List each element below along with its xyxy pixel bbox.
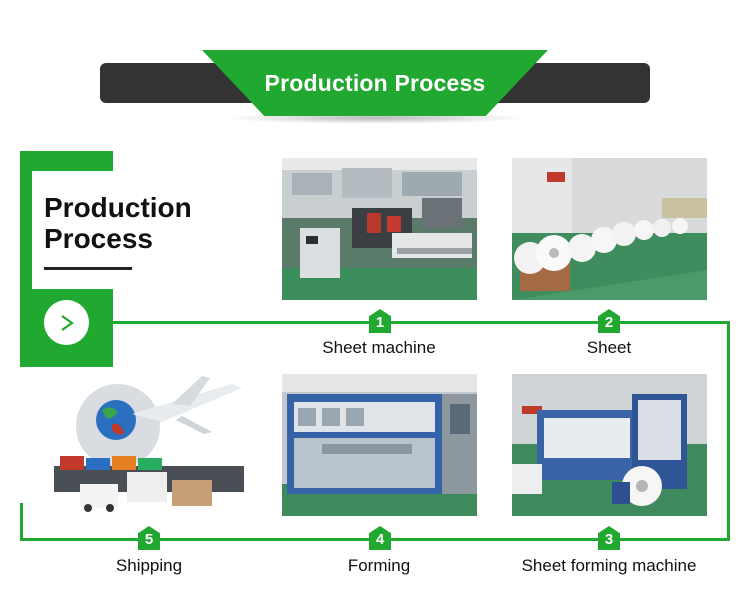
step-label-2: Sheet [586, 338, 632, 357]
intro-underline [44, 267, 132, 270]
flow-line-left [20, 503, 23, 541]
photo-forming [282, 374, 477, 516]
header-banner: Production Process [202, 50, 548, 116]
chevron-right-icon [59, 314, 75, 332]
photo-sheet [512, 158, 707, 300]
intro-title: Production Process [44, 192, 192, 254]
flow-line-right [727, 321, 730, 541]
photo-sheet-machine [282, 158, 477, 300]
step-badge-3: 3 [598, 526, 620, 550]
step-badge-5: 5 [138, 526, 160, 550]
step-badge-1: 1 [369, 309, 391, 333]
step-label-3: Sheet forming machine [521, 556, 697, 575]
step-label-5: Shipping [115, 556, 183, 575]
step-label-4: Forming [347, 556, 411, 575]
photo-shipping [52, 374, 247, 516]
step-badge-2: 2 [598, 309, 620, 333]
step-badge-4: 4 [369, 526, 391, 550]
photo-sheet-forming-machine [512, 374, 707, 516]
next-button[interactable] [44, 300, 89, 345]
flow-line-top [113, 321, 730, 324]
header-title: Production Process [264, 69, 486, 96]
step-label-1: Sheet machine [322, 338, 436, 357]
